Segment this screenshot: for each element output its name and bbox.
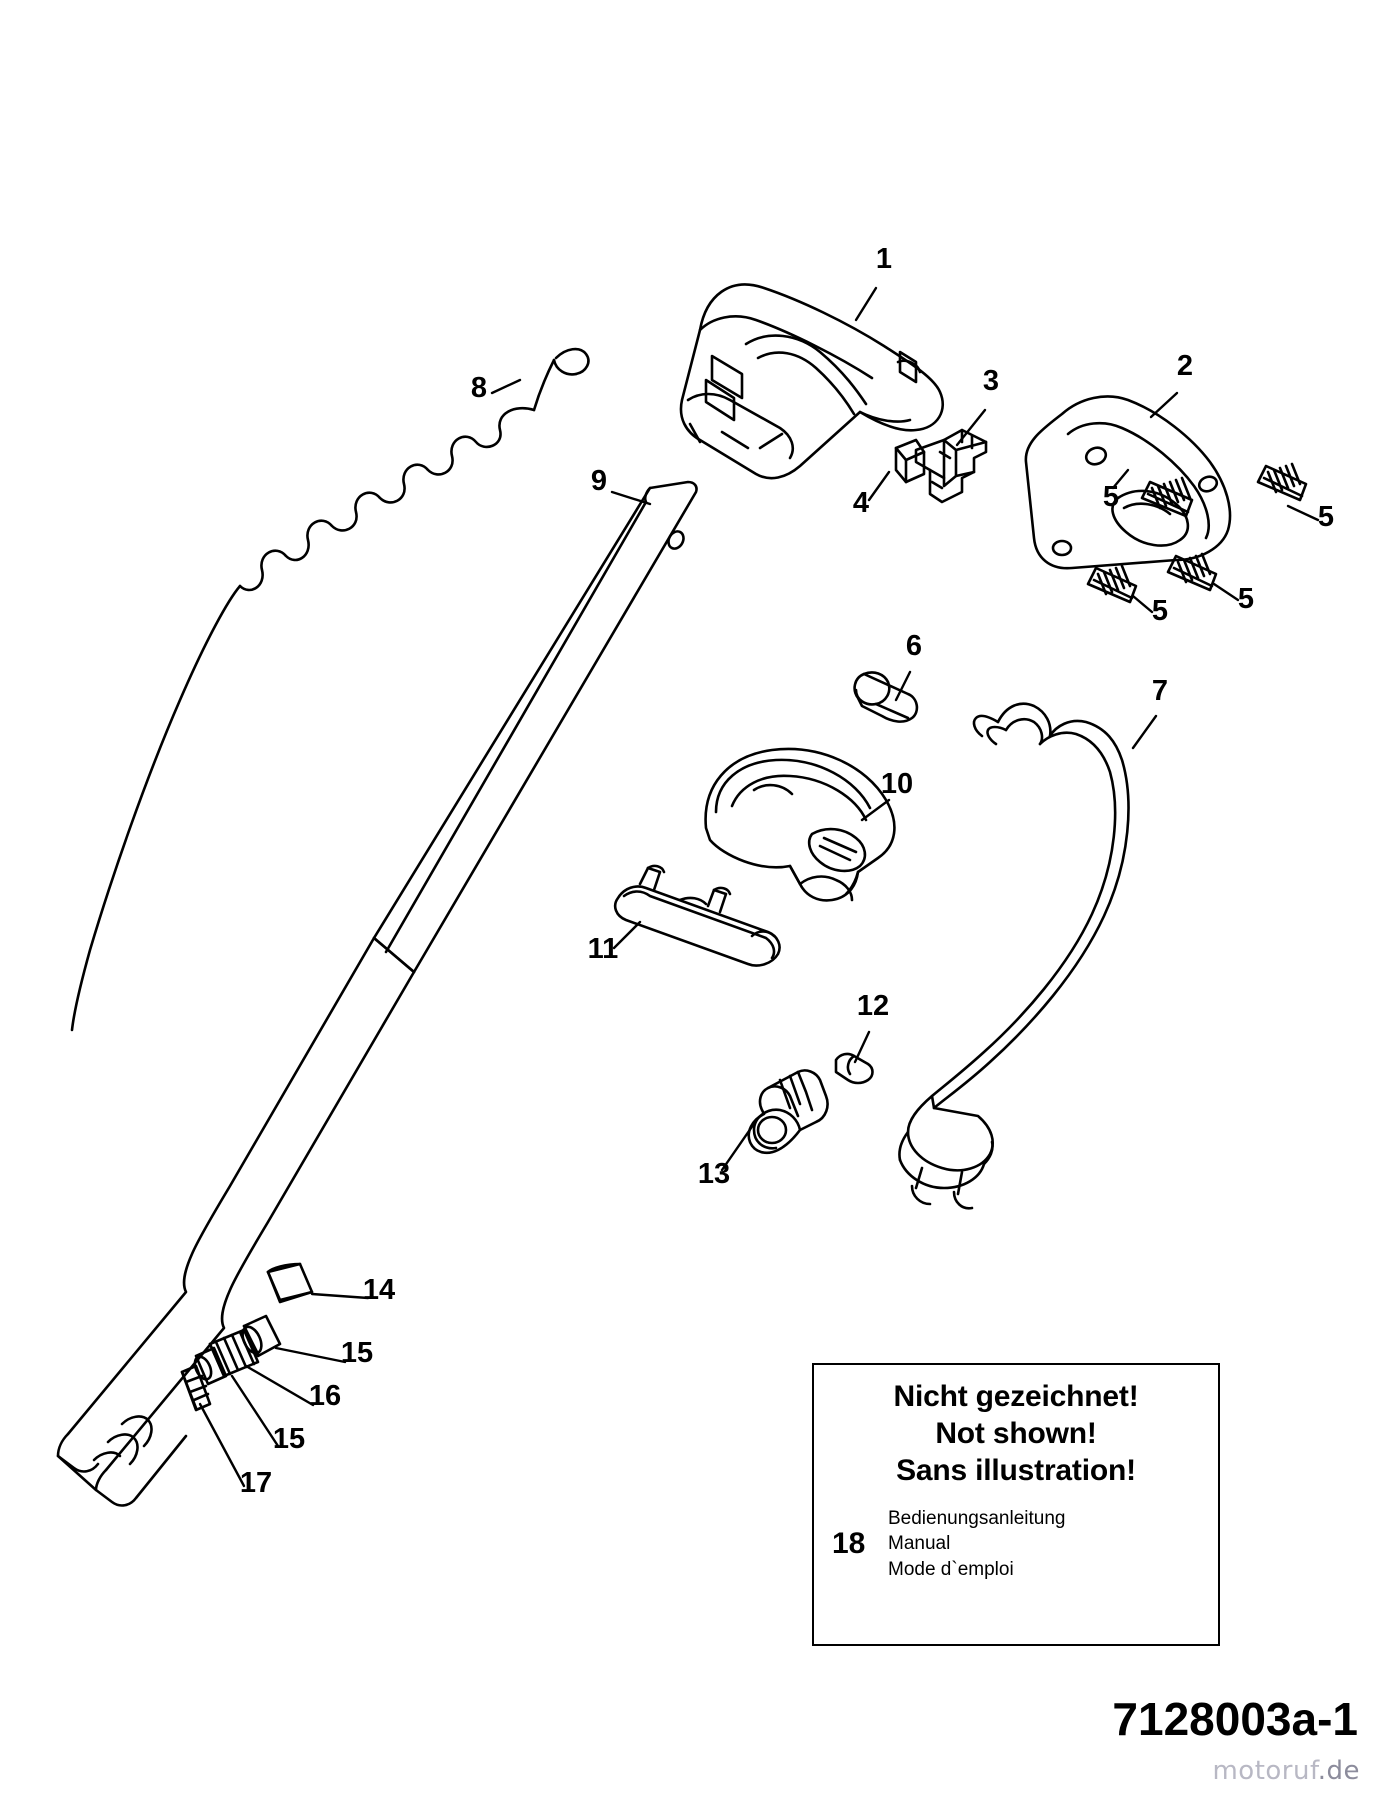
leader-5b: [1286, 504, 1320, 522]
not-shown-title-en: Not shown!: [935, 1416, 1097, 1450]
leader-9: [610, 490, 652, 506]
watermark-main: motoruf: [1212, 1756, 1318, 1786]
leader-11: [612, 920, 642, 950]
not-shown-item-labels: Bedienungsanleitung Manual Mode d`emploi: [888, 1506, 1066, 1583]
callout-number-6: 6: [906, 630, 922, 662]
part-4-spacer-block: [894, 438, 926, 484]
watermark-suffix: .de: [1317, 1756, 1360, 1786]
part-17-screw: [180, 1364, 212, 1412]
callout-number-17: 17: [240, 1467, 272, 1499]
leader-7: [1131, 714, 1158, 750]
part-14-block: [266, 1262, 314, 1304]
callout-number-14: 14: [363, 1274, 395, 1306]
leader-16: [244, 1364, 315, 1407]
leader-14: [310, 1292, 370, 1300]
callout-number-5b: 5: [1318, 501, 1334, 533]
leader-4: [867, 470, 891, 502]
leader-17: [198, 1402, 246, 1488]
leader-8: [490, 378, 522, 395]
leader-15a: [274, 1346, 347, 1364]
leader-12: [853, 1030, 871, 1064]
part-1-handle-housing: [679, 283, 945, 480]
callout-number-13: 13: [698, 1158, 730, 1190]
part-2-side-cover: [1024, 395, 1232, 570]
not-shown-box: Nicht gezeichnet! Not shown! Sans illust…: [812, 1363, 1220, 1646]
part-5-screws: [1086, 462, 1308, 604]
not-shown-item-row: 18 Bedienungsanleitung Manual Mode d`emp…: [814, 1506, 1218, 1583]
leader-1: [854, 286, 878, 322]
part-7-power-cable: [898, 702, 1130, 1210]
callout-number-3: 3: [983, 365, 999, 397]
callout-number-5c: 5: [1152, 595, 1168, 627]
callout-number-10: 10: [881, 768, 913, 800]
leader-15b: [230, 1374, 280, 1448]
part-10-grip-knob: [704, 747, 896, 902]
not-shown-title-fr: Sans illustration!: [896, 1453, 1136, 1487]
part-12-pin-small: [834, 1052, 874, 1085]
part-13-cable-hook: [747, 1069, 829, 1155]
callout-number-16: 16: [309, 1380, 341, 1412]
drawing-part-number: 7128003a-1: [1112, 1693, 1358, 1745]
not-shown-item-de: Bedienungsanleitung: [888, 1507, 1066, 1529]
callout-number-7: 7: [1152, 675, 1168, 707]
part-9-lower-handle-tube: [56, 480, 698, 1507]
part-8-spiral-cord: [70, 347, 590, 1032]
not-shown-item-number: 18: [832, 1527, 866, 1561]
not-shown-titles: Nicht gezeichnet! Not shown! Sans illust…: [814, 1379, 1218, 1490]
callout-number-15a: 15: [341, 1337, 373, 1369]
leader-3: [955, 408, 987, 447]
not-shown-title-de: Nicht gezeichnet!: [893, 1380, 1139, 1413]
callout-number-1: 1: [876, 243, 892, 275]
callout-number-11: 11: [588, 933, 619, 965]
leader-5a: [1111, 468, 1130, 490]
callout-number-9: 9: [591, 465, 607, 497]
callout-number-2: 2: [1177, 350, 1193, 382]
not-shown-item-fr: Mode d`emploi: [888, 1558, 1014, 1580]
callout-number-12: 12: [857, 990, 889, 1022]
leader-5c: [1131, 594, 1154, 614]
leader-5d: [1212, 582, 1240, 602]
part-3-switch-assembly: [914, 428, 988, 504]
callout-number-5a: 5: [1103, 481, 1119, 513]
leader-2: [1149, 391, 1179, 419]
watermark: motoruf.de: [1212, 1756, 1360, 1786]
callout-number-5d: 5: [1238, 583, 1254, 615]
callout-number-4: 4: [853, 487, 869, 519]
callout-number-15b: 15: [273, 1423, 305, 1455]
callout-number-8: 8: [471, 372, 487, 404]
part-15-bushing-upper: [241, 1314, 282, 1358]
leader-6: [894, 670, 912, 702]
part-11-cable-clamp: [613, 864, 781, 967]
leader-10: [860, 798, 891, 822]
part-6-pin: [853, 671, 919, 723]
leader-13: [720, 1116, 760, 1172]
not-shown-item-en: Manual: [888, 1533, 951, 1555]
